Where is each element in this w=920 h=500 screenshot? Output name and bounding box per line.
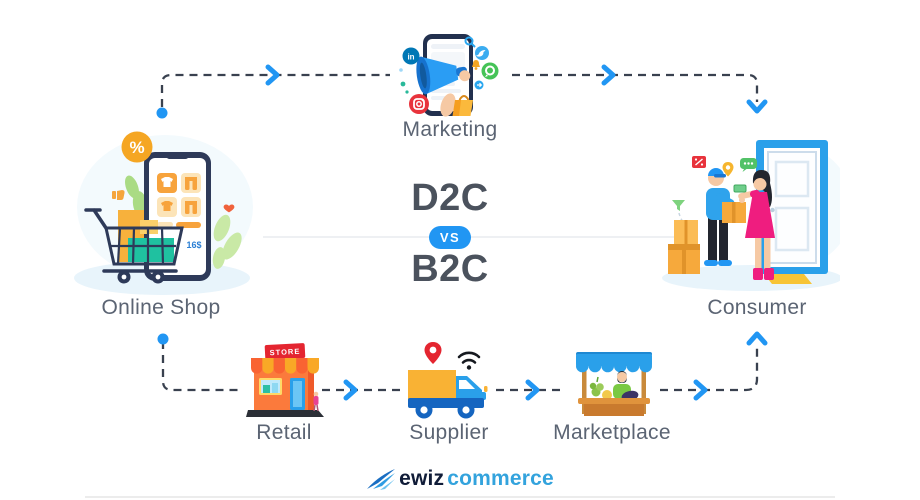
delivery-truck-icon [408, 370, 488, 419]
consumer-label: Consumer [707, 296, 807, 319]
vs-badge: VS [429, 226, 471, 249]
delivery-person-icon [704, 168, 746, 266]
dashed-paths [160, 73, 759, 392]
hand-icon [440, 93, 456, 117]
svg-text:in: in [407, 53, 414, 62]
package-icon [722, 202, 746, 223]
online-shop-label: Online Shop [101, 296, 221, 319]
package-boxes-icon [668, 220, 700, 274]
leaf-icon [212, 214, 242, 269]
wifi-icon [457, 351, 481, 370]
logo-brand-text: ewiz [399, 467, 445, 490]
retail-illustration: STORE [246, 343, 324, 417]
door-icon [756, 140, 828, 274]
location-pin-icon [424, 342, 442, 364]
marketing-illustration: in [399, 34, 499, 117]
consumer-illustration [662, 140, 840, 291]
dot-accent [405, 90, 409, 94]
dot-accent [400, 81, 406, 87]
marketplace-illustration [576, 352, 652, 416]
bottom-divider [85, 496, 835, 498]
share-dot-icon [474, 80, 484, 90]
instagram-icon [409, 94, 429, 114]
awning-icon [251, 358, 319, 374]
svg-text:STORE: STORE [269, 347, 300, 358]
shopper-icon [313, 391, 319, 412]
megaphone-icon [416, 56, 471, 95]
market-stall-icon [576, 352, 652, 416]
price-text: 16$ [186, 240, 201, 250]
marketing-label: Marketing [402, 118, 498, 141]
search-icon [464, 36, 476, 48]
bell-icon [472, 60, 480, 70]
price-tag-icon [692, 156, 706, 168]
store-sign: STORE [264, 343, 306, 360]
supplier-label: Supplier [409, 421, 489, 444]
retail-label: Retail [256, 421, 312, 444]
twitter-icon [475, 46, 489, 60]
d2c-heading: D2C [411, 177, 489, 219]
supplier-illustration [408, 342, 488, 419]
whatsapp-icon [481, 62, 499, 80]
marketplace-label: Marketplace [553, 421, 671, 444]
percent-badge-icon: % [121, 131, 153, 163]
shopping-bag-icon [452, 95, 473, 116]
doormat-icon [764, 274, 812, 284]
customer-icon [733, 170, 775, 280]
thumbs-up-icon [112, 190, 125, 200]
svg-text:%: % [129, 138, 144, 157]
online-shop-illustration: 16$ % [74, 131, 253, 295]
money-icon [733, 184, 747, 193]
b2c-heading: B2C [411, 248, 489, 290]
funnel-icon [672, 200, 685, 211]
linkedin-icon: in [402, 47, 420, 65]
storefront-icon: STORE [246, 343, 324, 417]
heart-icon [223, 204, 235, 213]
dot-accent [399, 68, 403, 72]
path-start-dots [156, 107, 169, 345]
arrow-chevrons [265, 64, 768, 401]
shopping-cart-icon [84, 208, 184, 284]
location-pin-icon [722, 162, 734, 177]
awning-icon [576, 352, 652, 373]
logo-suffix-text: commerce [447, 467, 554, 490]
chat-bubble-icon [740, 158, 757, 172]
logo-swoosh-icon [367, 469, 396, 490]
